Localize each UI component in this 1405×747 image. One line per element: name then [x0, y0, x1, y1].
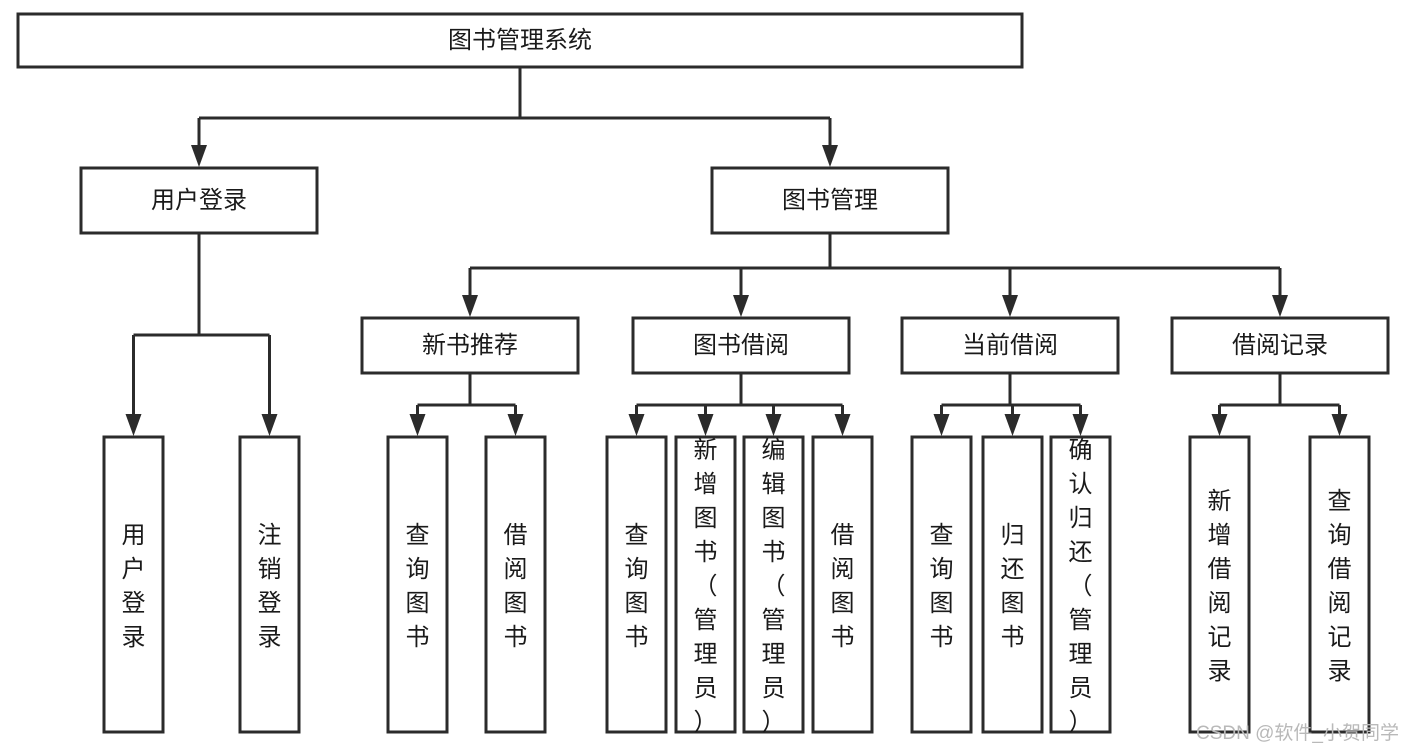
node-box[interactable]: [484, 435, 547, 734]
node-label: 注销登录: [258, 522, 282, 651]
node-leaf-confirm-return[interactable]: 确认归还（管理员）: [1049, 435, 1112, 736]
arrow-head-icon: [628, 414, 645, 436]
node-box[interactable]: [360, 316, 580, 375]
node-login[interactable]: 用户登录: [79, 166, 319, 235]
node-borrow[interactable]: 图书借阅: [631, 316, 851, 375]
node-label: 新增图书（管理员）: [694, 437, 718, 736]
arrow-head-icon: [765, 414, 782, 436]
node-newbook[interactable]: 新书推荐: [360, 316, 580, 375]
node-label: 借阅记录: [1232, 332, 1328, 359]
node-box[interactable]: [16, 12, 1024, 69]
arrow-head-icon: [1002, 295, 1018, 317]
arrow-head-icon: [1072, 414, 1089, 436]
arrow-head-icon: [822, 145, 838, 167]
connector-group-current: [933, 373, 1089, 436]
node-label: 图书管理系统: [448, 27, 592, 54]
connector-group-records: [1211, 373, 1348, 436]
arrow-head-icon: [697, 414, 714, 436]
node-box[interactable]: [710, 166, 950, 235]
node-box[interactable]: [386, 435, 449, 734]
node-leaf-add-record[interactable]: 新增借阅记录: [1188, 435, 1251, 734]
node-label: 用户登录: [122, 522, 146, 651]
arrow-head-icon: [834, 414, 851, 436]
arrow-head-icon: [462, 295, 478, 317]
watermark-text: CSDN @软件_小贺同学: [1196, 723, 1399, 744]
node-box[interactable]: [811, 435, 874, 734]
node-label: 图书管理: [782, 187, 878, 214]
node-records[interactable]: 借阅记录: [1170, 316, 1390, 375]
node-leaf-edit-book[interactable]: 编辑图书（管理员）: [742, 435, 805, 736]
arrow-head-icon: [261, 414, 278, 436]
node-leaf-query-record[interactable]: 查询借阅记录: [1308, 435, 1371, 734]
node-box[interactable]: [631, 316, 851, 375]
connector-group-bookmgmt: [462, 233, 1288, 317]
node-leaf-query-book-1[interactable]: 查询图书: [386, 435, 449, 734]
node-box[interactable]: [910, 435, 973, 734]
node-label: 借阅图书: [831, 522, 855, 651]
node-box[interactable]: [1049, 435, 1112, 734]
node-leaf-return-book[interactable]: 归还图书: [981, 435, 1044, 734]
arrow-head-icon: [1211, 414, 1228, 436]
arrow-head-icon: [1331, 414, 1348, 436]
arrow-head-icon: [191, 145, 207, 167]
node-label: 查询图书: [406, 522, 430, 651]
node-box[interactable]: [102, 435, 165, 734]
node-box[interactable]: [1170, 316, 1390, 375]
node-label: 查询图书: [625, 522, 649, 651]
node-leaf-add-book[interactable]: 新增图书（管理员）: [674, 435, 737, 736]
node-bookmgmt[interactable]: 图书管理: [710, 166, 950, 235]
node-label: 编辑图书（管理员）: [762, 437, 786, 736]
node-layer: 图书管理系统用户登录图书管理新书推荐图书借阅当前借阅借阅记录用户登录注销登录查询…: [16, 12, 1390, 736]
node-label: 图书借阅: [693, 332, 789, 359]
connector-group-login: [125, 233, 278, 436]
node-leaf-query-book-2[interactable]: 查询图书: [605, 435, 668, 734]
node-label: 归还图书: [1001, 522, 1025, 651]
connector-group-borrow: [628, 373, 851, 436]
node-box[interactable]: [605, 435, 668, 734]
node-box[interactable]: [1188, 435, 1251, 734]
node-box[interactable]: [238, 435, 301, 734]
node-label: 查询图书: [930, 522, 954, 651]
node-label: 查询借阅记录: [1328, 488, 1352, 685]
arrow-head-icon: [933, 414, 950, 436]
node-label: 新增借阅记录: [1208, 488, 1232, 685]
node-label: 用户登录: [151, 187, 247, 214]
node-label: 借阅图书: [504, 522, 528, 651]
arrow-head-icon: [125, 414, 142, 436]
connector-layer: [125, 67, 1348, 436]
connector-group-root: [191, 67, 838, 167]
node-leaf-borrow-book-1[interactable]: 借阅图书: [484, 435, 547, 734]
node-leaf-borrow-book-2[interactable]: 借阅图书: [811, 435, 874, 734]
node-box[interactable]: [742, 435, 805, 734]
node-root[interactable]: 图书管理系统: [16, 12, 1024, 69]
arrow-head-icon: [1004, 414, 1021, 436]
node-box[interactable]: [981, 435, 1044, 734]
connector-group-newbook: [409, 373, 524, 436]
arrow-head-icon: [409, 414, 426, 436]
node-box[interactable]: [674, 435, 737, 734]
node-current[interactable]: 当前借阅: [900, 316, 1120, 375]
arrow-head-icon: [507, 414, 524, 436]
node-label: 当前借阅: [962, 332, 1058, 359]
node-box[interactable]: [79, 166, 319, 235]
node-box[interactable]: [900, 316, 1120, 375]
node-box[interactable]: [1308, 435, 1371, 734]
node-leaf-query-book-3[interactable]: 查询图书: [910, 435, 973, 734]
node-label: 新书推荐: [422, 332, 518, 359]
arrow-head-icon: [733, 295, 749, 317]
node-label: 确认归还（管理员）: [1069, 437, 1093, 736]
node-leaf-user-login[interactable]: 用户登录: [102, 435, 165, 734]
node-leaf-user-logout[interactable]: 注销登录: [238, 435, 301, 734]
arrow-head-icon: [1272, 295, 1288, 317]
